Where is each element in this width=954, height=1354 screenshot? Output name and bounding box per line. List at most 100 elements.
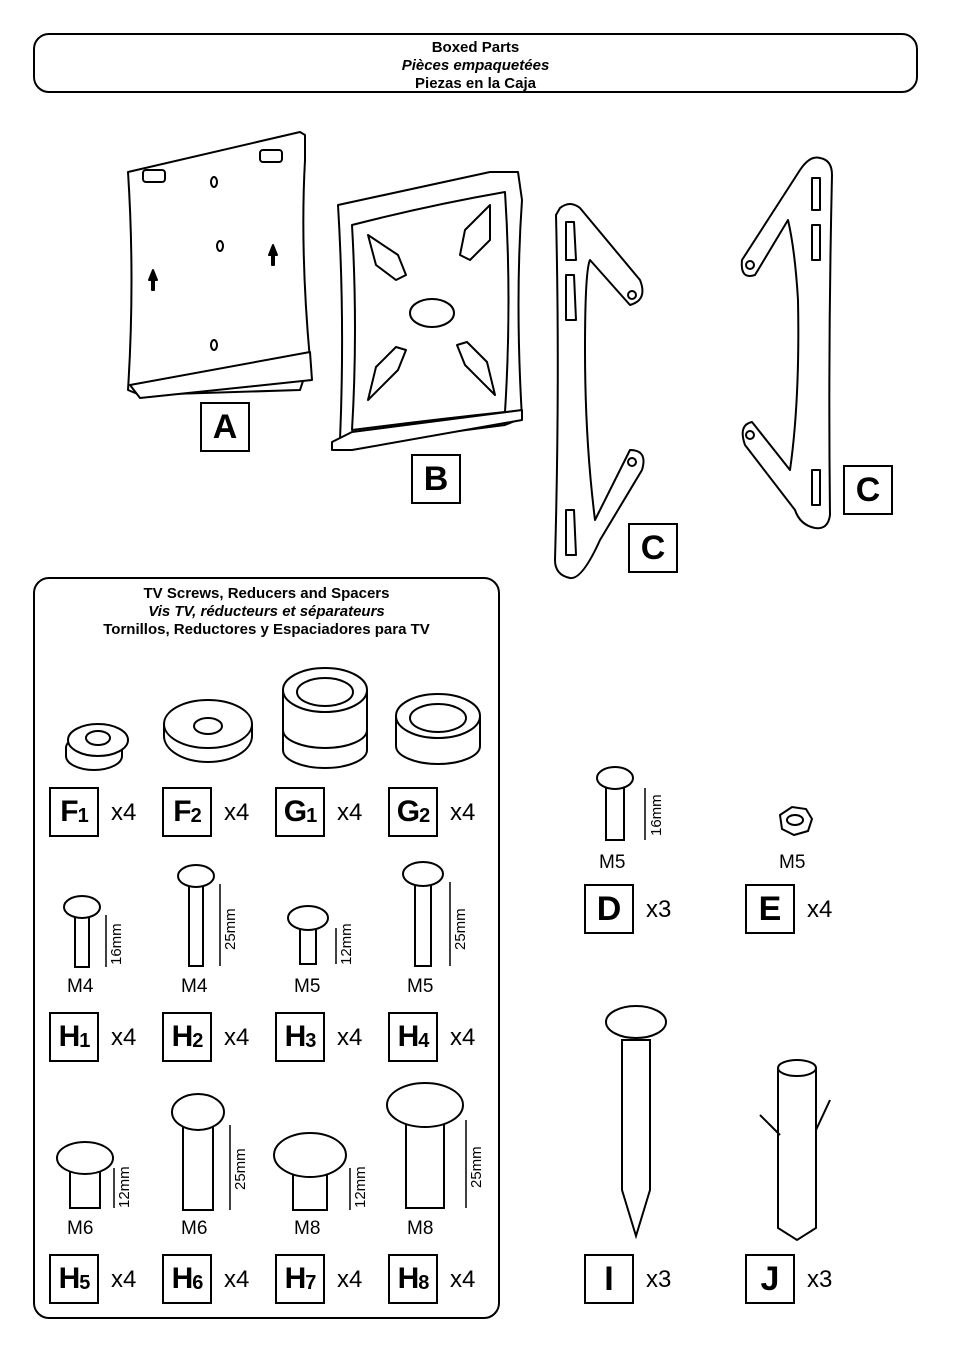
qty-g2: x4 [450, 799, 476, 826]
label-part-c-right: C [843, 465, 893, 515]
size-h5: M6 [67, 1218, 94, 1239]
length-h8: 25mm [468, 1146, 485, 1188]
size-h6: M6 [181, 1218, 208, 1239]
size-h1: M4 [67, 976, 94, 997]
screw-h4-drawing [402, 861, 444, 967]
part-h2-letter: H [171, 1020, 194, 1053]
tv-plate-b-drawing [331, 171, 523, 451]
qty-f2: x4 [224, 799, 250, 826]
screw-d-drawing [596, 766, 634, 841]
part-f1-letter: F [60, 795, 78, 828]
panel-title-fr: Vis TV, réducteurs et séparateurs [148, 603, 385, 620]
label-part-j: J [745, 1254, 795, 1304]
nut-e-drawing [778, 805, 814, 837]
part-g1-letter: G [283, 795, 307, 828]
part-h4-letter: H [397, 1020, 420, 1053]
part-h6-sub: 6 [192, 1271, 203, 1294]
reducer-f2-drawing [163, 699, 253, 763]
qty-h1: x4 [111, 1024, 137, 1051]
length-h7: 12mm [352, 1166, 369, 1208]
size-d: M5 [599, 852, 626, 873]
part-b-letter: B [423, 459, 449, 498]
size-h2: M4 [181, 976, 208, 997]
screw-h6-drawing [171, 1093, 225, 1211]
part-h4-sub: 4 [418, 1029, 429, 1052]
qty-h8: x4 [450, 1266, 476, 1293]
qty-f1: x4 [111, 799, 137, 826]
part-h8-sub: 8 [418, 1271, 429, 1294]
length-h1: 16mm [108, 923, 125, 965]
part-h1-letter: H [58, 1020, 81, 1053]
part-d-letter: D [596, 889, 622, 928]
screw-h8-drawing [386, 1082, 464, 1209]
header-title-es: Piezas en la Caja [415, 75, 536, 92]
part-c-right-letter: C [855, 470, 881, 509]
part-i-letter: I [604, 1259, 614, 1298]
part-h3-letter: H [284, 1020, 307, 1053]
part-j-letter: J [760, 1259, 780, 1298]
part-h5-letter: H [58, 1262, 81, 1295]
part-h1-sub: 1 [79, 1029, 90, 1052]
label-part-c-left: C [628, 523, 678, 573]
part-g1-sub: 1 [306, 804, 317, 827]
arm-c-right-drawing [740, 156, 833, 530]
part-h7-letter: H [284, 1262, 307, 1295]
screw-h3-drawing [287, 905, 329, 965]
length-h5: 12mm [116, 1166, 133, 1208]
boxed-parts-header: Boxed Parts Pièces empaquetées Piezas en… [33, 33, 918, 93]
wood-screw-i-drawing [605, 1005, 667, 1240]
panel-title: TV Screws, Reducers and Spacers Vis TV, … [35, 585, 498, 639]
header-title-en: Boxed Parts [431, 39, 520, 56]
part-h8-letter: H [397, 1262, 420, 1295]
arm-c-left-drawing [554, 203, 645, 580]
spacer-g2-drawing [395, 693, 481, 765]
size-e: M5 [779, 852, 806, 873]
part-c-left-letter: C [640, 528, 666, 567]
qty-h7: x4 [337, 1266, 363, 1293]
part-h6-letter: H [171, 1262, 194, 1295]
reducer-f1-drawing [65, 723, 129, 771]
length-h6: 25mm [232, 1148, 249, 1190]
label-part-d: D [584, 884, 634, 934]
label-part-i: I [584, 1254, 634, 1304]
length-h3: 12mm [338, 923, 355, 965]
part-h2-sub: 2 [192, 1029, 203, 1052]
wall-plate-a-drawing [127, 131, 313, 399]
tv-screws-panel: TV Screws, Reducers and Spacers Vis TV, … [33, 577, 500, 1319]
screw-h2-drawing [177, 864, 215, 967]
qty-j: x3 [807, 1266, 833, 1293]
part-h3-sub: 3 [305, 1029, 316, 1052]
qty-h6: x4 [224, 1266, 250, 1293]
size-h3: M5 [294, 976, 321, 997]
qty-d: x3 [646, 896, 672, 923]
size-h7: M8 [294, 1218, 321, 1239]
header-title-fr: Pièces empaquetées [401, 57, 550, 74]
qty-h5: x4 [111, 1266, 137, 1293]
qty-h3: x4 [337, 1024, 363, 1051]
qty-i: x3 [646, 1266, 672, 1293]
part-f2-letter: F [173, 795, 191, 828]
spacer-g1-drawing [282, 667, 368, 769]
qty-h4: x4 [450, 1024, 476, 1051]
label-part-b: B [411, 454, 461, 504]
label-part-a: A [200, 402, 250, 452]
screw-h7-drawing [273, 1132, 347, 1211]
wall-anchor-j-drawing [759, 1059, 831, 1242]
part-f1-sub: 1 [77, 804, 89, 827]
qty-h2: x4 [224, 1024, 250, 1051]
part-h5-sub: 5 [79, 1271, 90, 1294]
size-h4: M5 [407, 976, 434, 997]
part-f2-sub: 2 [190, 804, 202, 827]
part-e-letter: E [758, 889, 782, 928]
